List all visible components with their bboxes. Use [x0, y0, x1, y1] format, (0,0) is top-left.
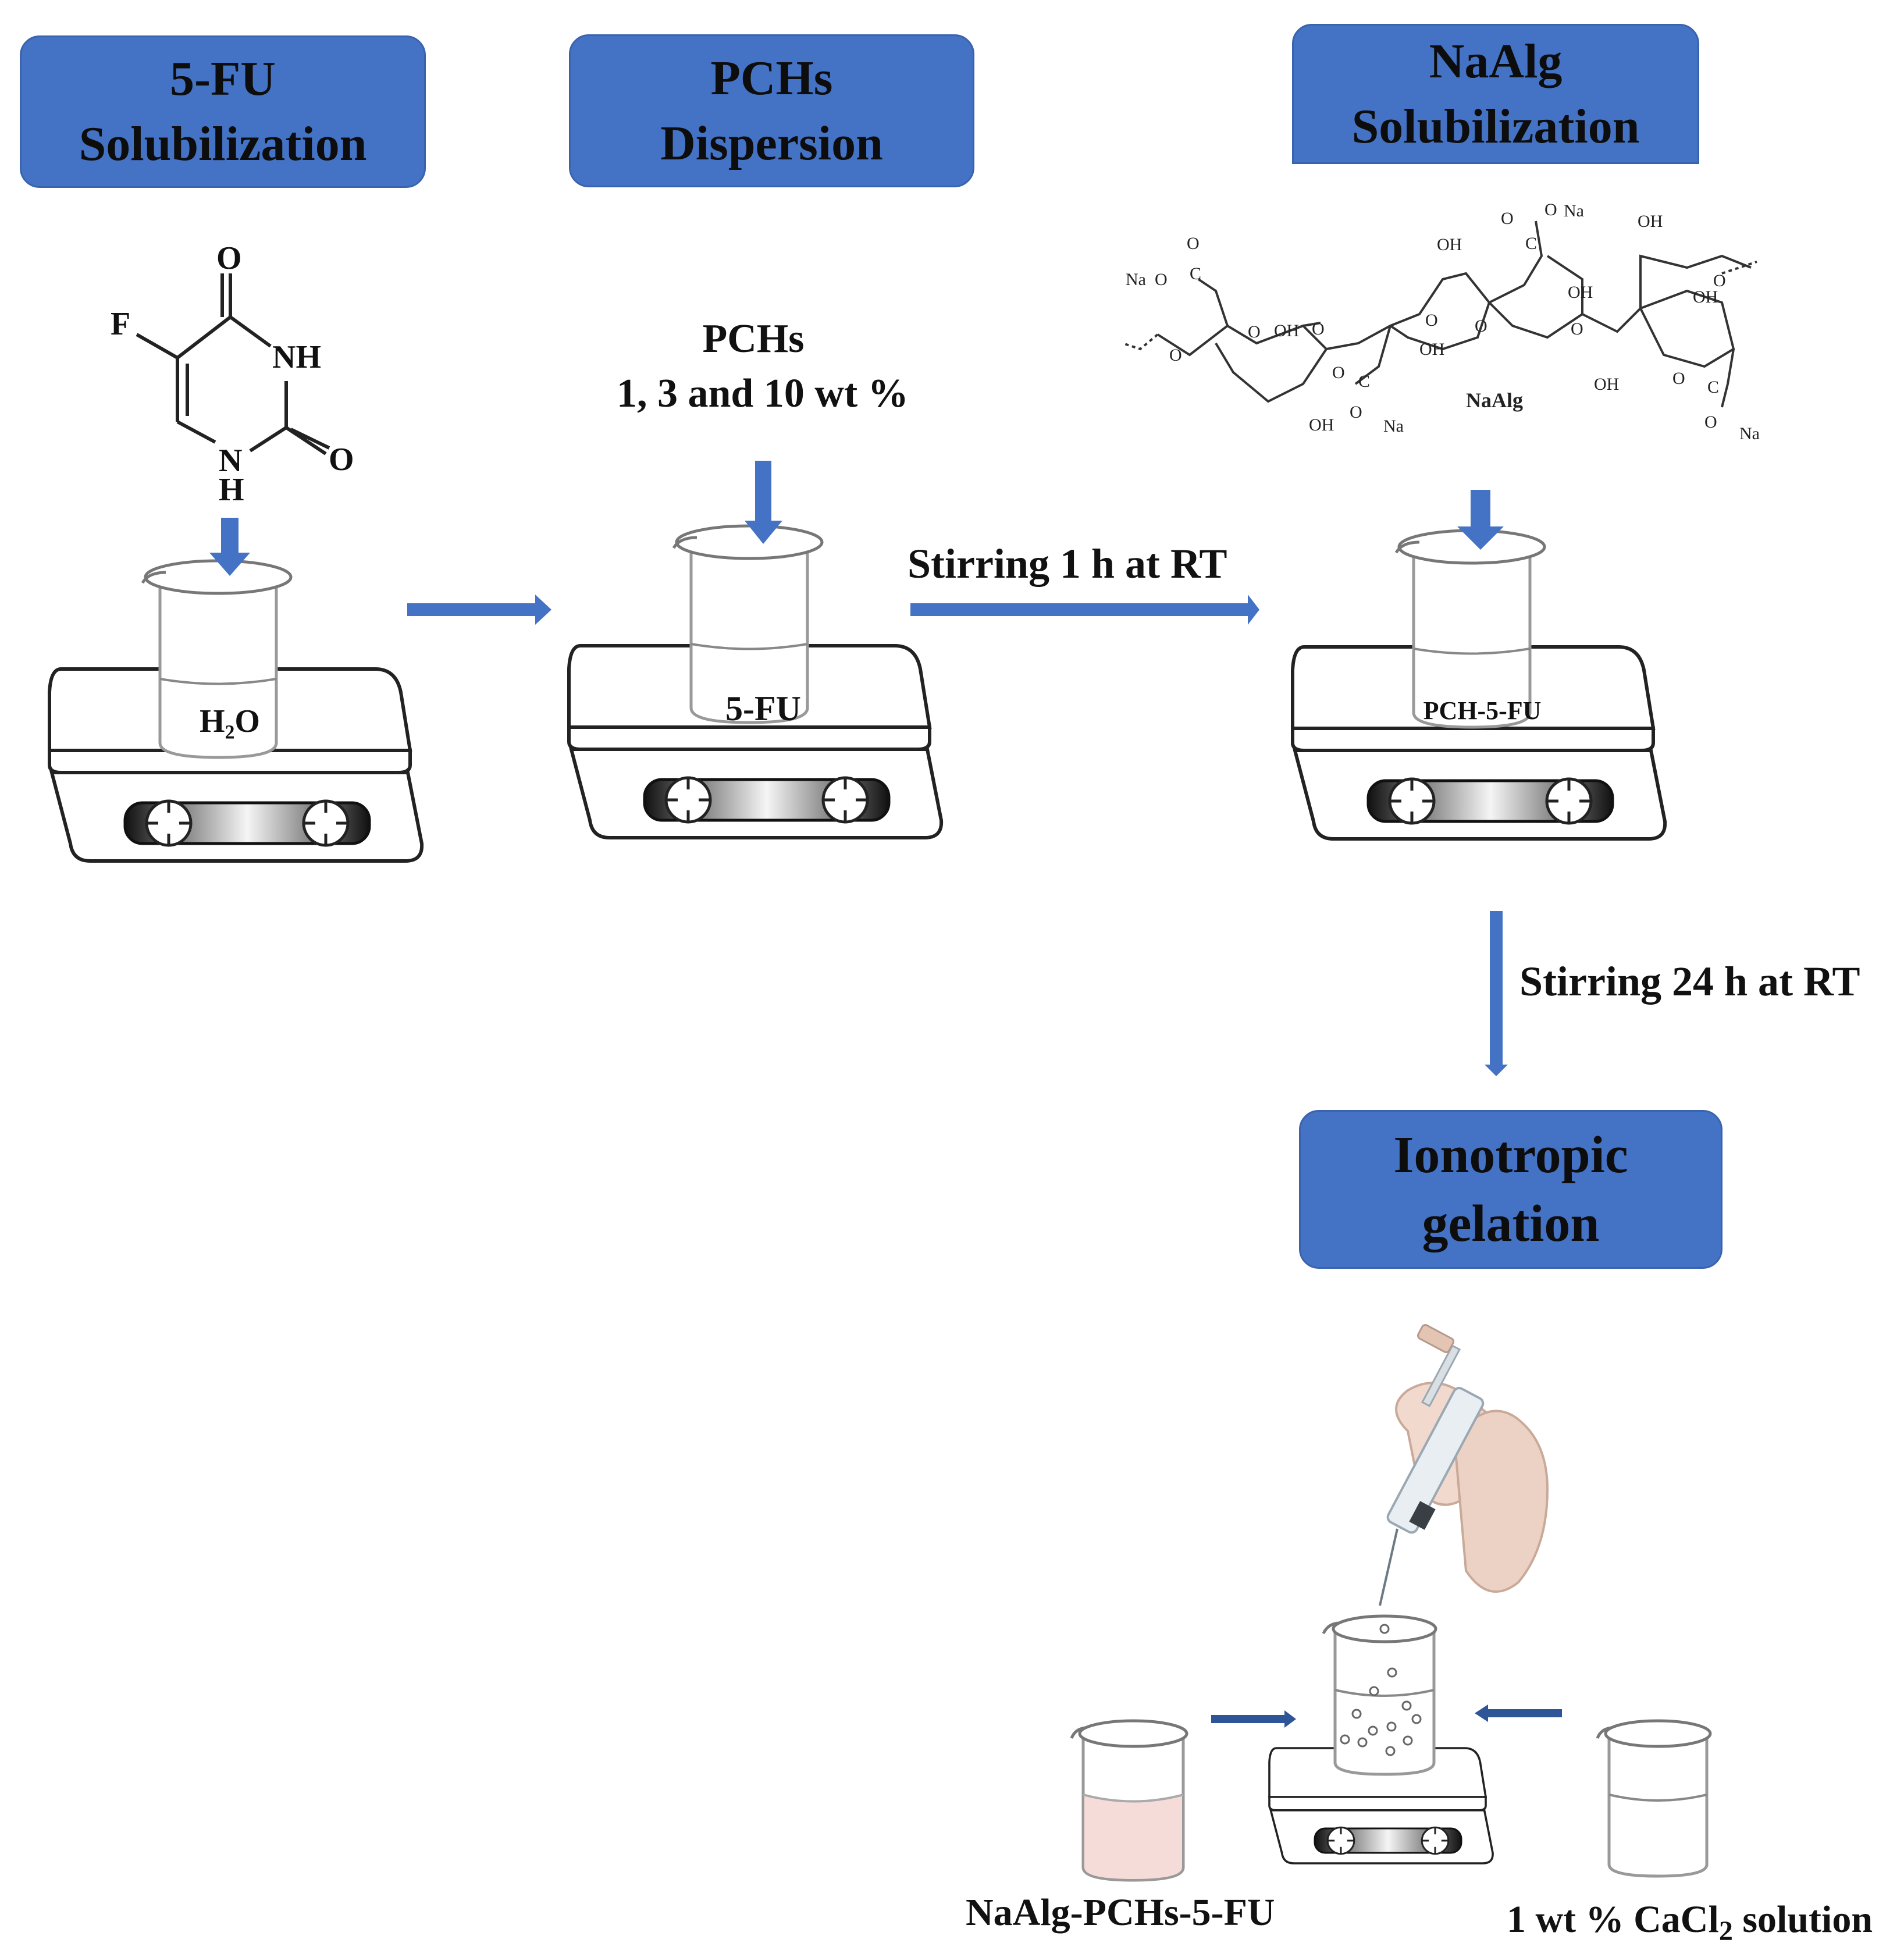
- arrow-right-2: [910, 595, 1259, 625]
- svg-text:C: C: [1707, 378, 1719, 397]
- svg-text:O: O: [1425, 311, 1438, 330]
- svg-text:OH: OH: [1638, 212, 1663, 231]
- svg-text:Na: Na: [1739, 424, 1760, 443]
- svg-text:Na: Na: [1126, 270, 1146, 289]
- svg-text:O: O: [1571, 319, 1583, 339]
- atom-nh: NH: [272, 339, 321, 375]
- svg-text:O: O: [1248, 322, 1261, 341]
- pchs-amount-label: PCHs 1, 3 and 10 wt %: [617, 312, 909, 421]
- svg-text:Na: Na: [1564, 201, 1584, 220]
- step-ionotropic-gelation-label: Ionotropic gelation: [1393, 1126, 1628, 1252]
- svg-text:O: O: [1350, 403, 1362, 422]
- fluorouracil-structure: [136, 273, 330, 456]
- svg-text:O: O: [1312, 319, 1325, 339]
- svg-text:O: O: [1169, 346, 1182, 365]
- step-naalg-solubilization-label: NaAlg Solubilization: [1351, 34, 1640, 154]
- atom-f: F: [111, 306, 130, 342]
- beaker-5fu-label: 5-FU: [725, 689, 801, 728]
- step-ionotropic-gelation: Ionotropic gelation: [1299, 1110, 1723, 1269]
- pchs-amount-line2: 1, 3 and 10 wt %: [617, 371, 909, 416]
- beaker-water-label: H₂O: [200, 703, 260, 739]
- arrow-right-1: [407, 595, 551, 625]
- sodium-alginate-atoms: O O OH O OH O C Na O OH OH O O O C O Na …: [1126, 200, 1760, 443]
- svg-text:O: O: [1155, 270, 1168, 289]
- beaker-naalg-pchs-5fu: [1070, 1719, 1188, 1882]
- step-5fu-solubilization: 5-FU Solubilization: [20, 35, 426, 188]
- stirring-24h-label: Stirring 24 h at RT: [1519, 958, 1860, 1005]
- arrow-down-24h: [1485, 911, 1508, 1076]
- fluorouracil-atoms: O F NH O N H: [111, 240, 354, 508]
- svg-text:OH: OH: [1274, 321, 1299, 340]
- svg-text:OH: OH: [1568, 283, 1593, 302]
- naalg-structure-name: NaAlg: [1466, 389, 1523, 412]
- svg-text:O: O: [1672, 369, 1685, 388]
- gel-beads: [1340, 1624, 1422, 1756]
- svg-text:O: O: [1704, 412, 1717, 432]
- atom-o-top: O: [216, 240, 242, 276]
- svg-text:OH: OH: [1693, 287, 1718, 307]
- step-pchs-dispersion: PCHs Dispersion: [569, 34, 974, 187]
- beaker-pch-5fu-label: PCH-5-FU: [1423, 696, 1542, 725]
- svg-text:OH: OH: [1437, 235, 1462, 254]
- cacl2-prefix: 1 wt % CaCl: [1507, 1898, 1719, 1941]
- svg-text:OH: OH: [1419, 340, 1444, 359]
- svg-text:O: O: [1332, 363, 1345, 382]
- step-5fu-solubilization-label: 5-FU Solubilization: [79, 52, 367, 171]
- atom-h: H: [219, 472, 244, 508]
- beaker-cacl2: [1596, 1719, 1712, 1878]
- svg-text:O: O: [1187, 234, 1200, 253]
- cacl2-subscript: 2: [1718, 1916, 1733, 1947]
- cacl2-suffix: solution: [1732, 1898, 1873, 1941]
- svg-text:C: C: [1358, 372, 1370, 391]
- svg-text:Na: Na: [1383, 417, 1404, 436]
- step-pchs-dispersion-label: PCHs Dispersion: [660, 51, 883, 170]
- atom-o-right: O: [329, 442, 354, 478]
- pchs-amount-line1: PCHs: [702, 316, 805, 361]
- arrow-small-right-to-left: [1475, 1705, 1562, 1722]
- stirring-1h-label: Stirring 1 h at RT: [907, 540, 1227, 587]
- cacl2-solution-label: 1 wt % CaCl2 solution: [1507, 1898, 1873, 1947]
- svg-text:O: O: [1713, 271, 1726, 290]
- svg-text:O: O: [1475, 316, 1487, 336]
- atom-n: N: [219, 443, 242, 479]
- svg-text:O: O: [1544, 200, 1557, 219]
- sodium-alginate-structure: [1122, 220, 1757, 408]
- arrow-down-into-pch-5fu: [1457, 490, 1504, 550]
- beaker-gelation: [1322, 1614, 1437, 1776]
- svg-text:OH: OH: [1309, 415, 1334, 435]
- naalg-pchs-5fu-label: NaAlg-PCHs-5-FU: [966, 1891, 1275, 1934]
- svg-text:OH: OH: [1594, 375, 1619, 394]
- step-naalg-solubilization: NaAlg Solubilization: [1292, 24, 1699, 164]
- arrow-small-left-to-right: [1211, 1710, 1296, 1728]
- arrow-down-into-water: [209, 518, 250, 576]
- svg-text:C: C: [1525, 234, 1537, 253]
- svg-text:C: C: [1190, 264, 1201, 283]
- syringe-hand-icon: [1379, 1324, 1549, 1606]
- arrow-down-into-5fu: [745, 461, 782, 544]
- svg-text:O: O: [1501, 209, 1514, 228]
